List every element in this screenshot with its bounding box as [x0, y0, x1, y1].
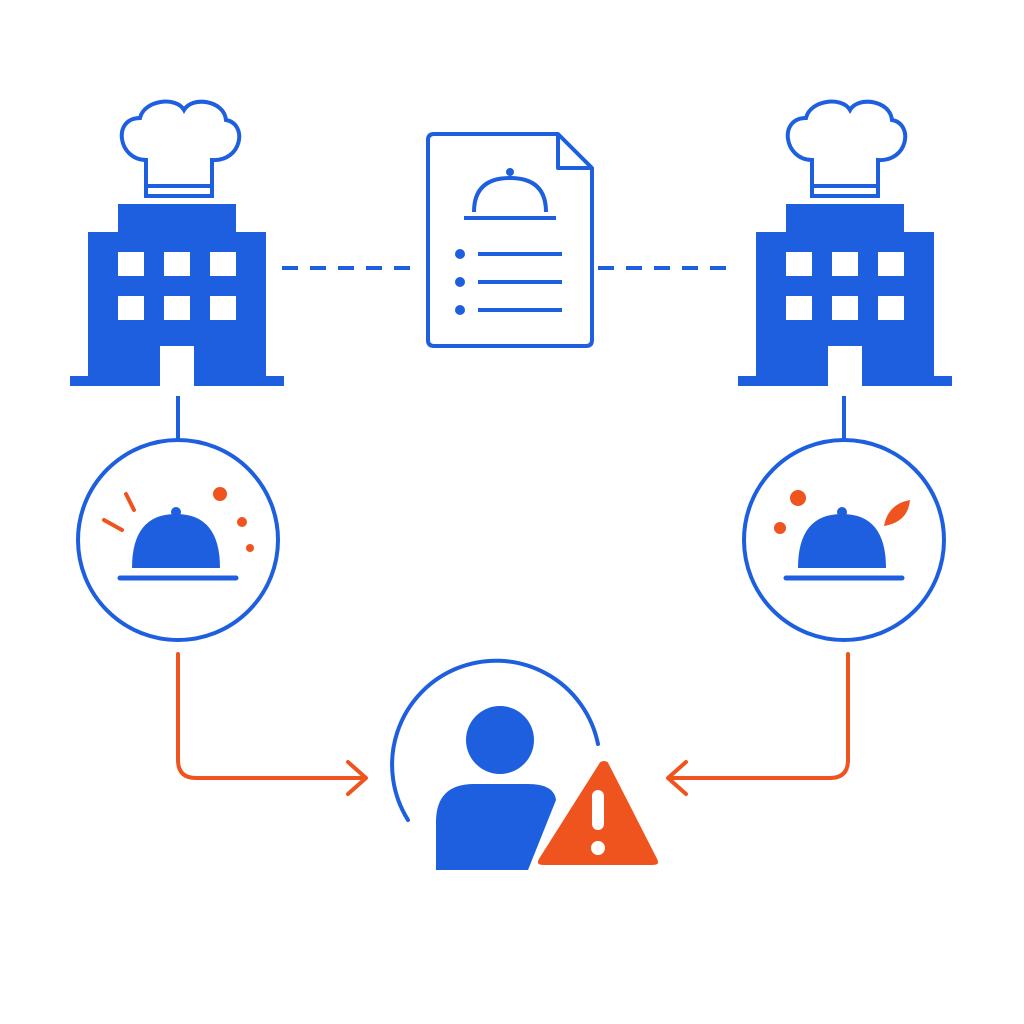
arrow-left-dish-to-customer: [176, 652, 368, 796]
warning-icon: [532, 755, 664, 871]
chef-hat-icon: [119, 99, 242, 198]
leaf-icon: [884, 500, 910, 526]
arrow-right-dish-to-customer: [666, 652, 850, 796]
cloche-dish-icon: [742, 438, 946, 642]
sparkle-marks: [102, 492, 136, 532]
user-icon: [390, 658, 600, 870]
restaurant-building-icon: [738, 99, 952, 386]
chef-hat-icon: [785, 99, 908, 198]
cloche-icon: [464, 168, 556, 220]
menu-document-icon: [426, 132, 594, 348]
menu-list: [455, 249, 562, 315]
cloche-dish-icon: [76, 438, 280, 642]
restaurant-building-icon: [70, 99, 284, 386]
